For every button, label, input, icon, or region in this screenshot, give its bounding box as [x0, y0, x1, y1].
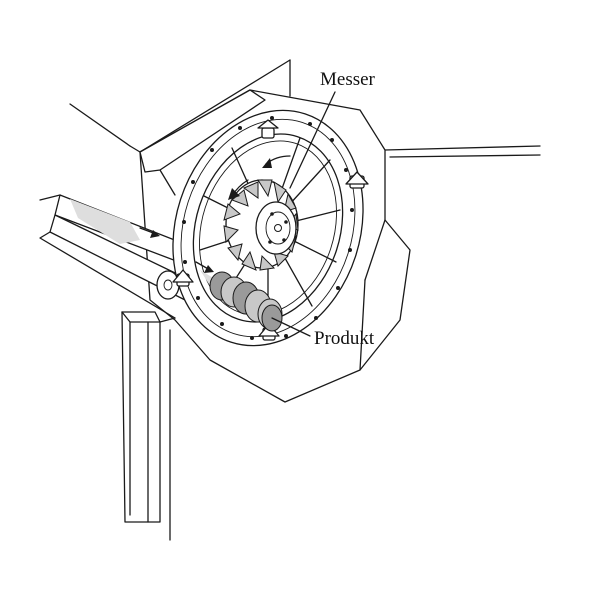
- knob-left: [172, 269, 194, 287]
- ring-bolts: [182, 116, 354, 340]
- knob-top: [257, 119, 279, 139]
- stand-post: [121, 311, 176, 541]
- produkt-leader-line: [271, 317, 311, 337]
- messer-label: Messer: [320, 69, 376, 90]
- machine-frame: [69, 59, 541, 158]
- rotation-arrows: [228, 155, 291, 200]
- product-sausage: [200, 270, 283, 332]
- produkt-label: Produkt: [314, 328, 375, 349]
- messer-leader-line: [289, 91, 336, 189]
- feed-arrows: [139, 227, 214, 273]
- knob-right: [345, 171, 369, 189]
